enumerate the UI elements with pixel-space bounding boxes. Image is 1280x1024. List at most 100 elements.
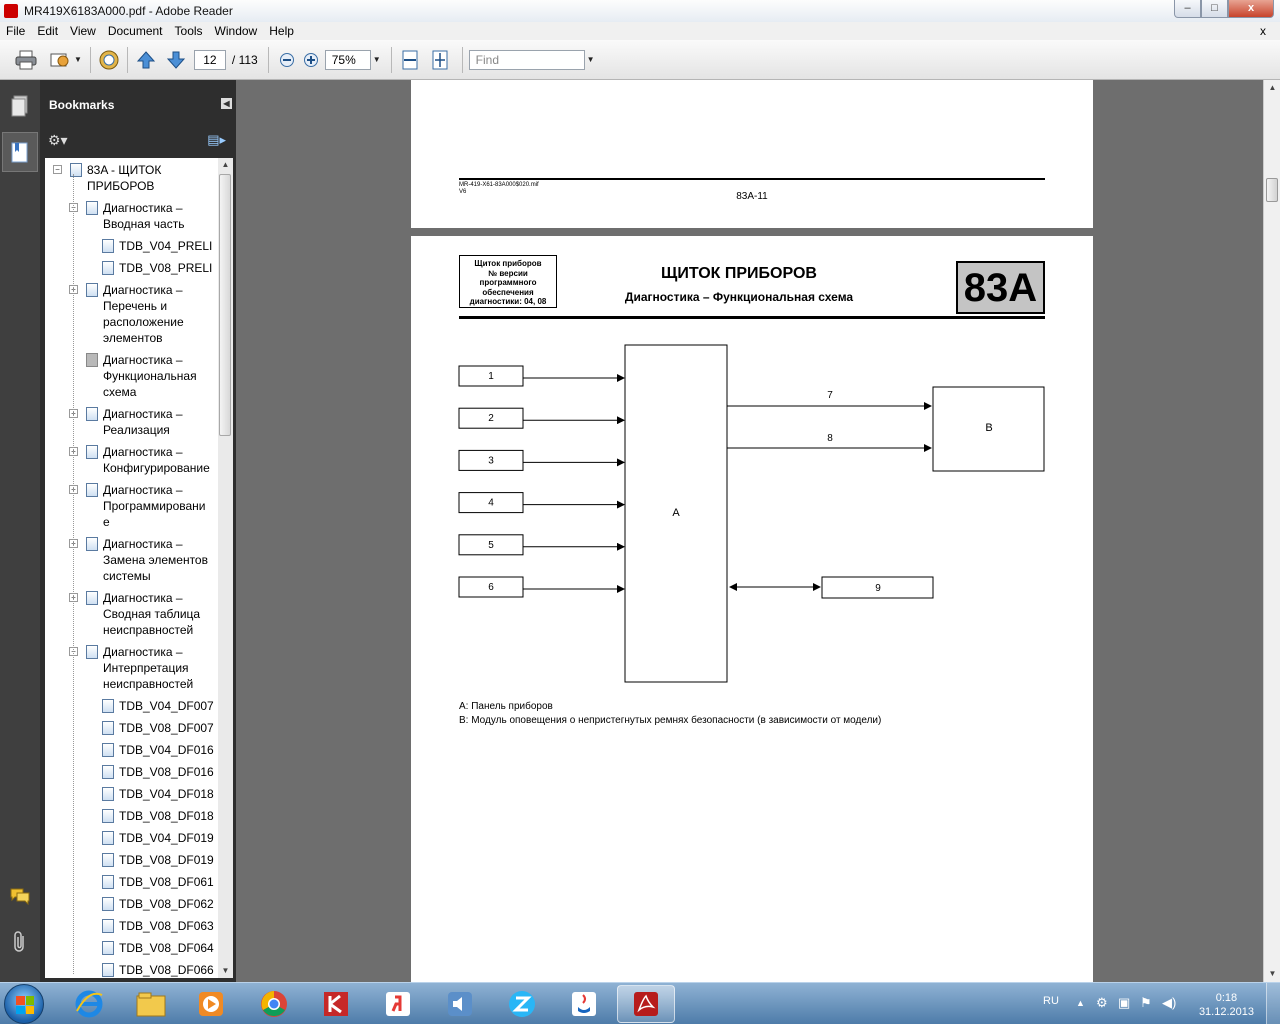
taskbar: RU ▲ ⚙ ▣ ⚑ ◀) 0:18 31.12.2013 <box>0 982 1280 1024</box>
bookmark-item[interactable]: +Диагностика – Сводная таблица неисправн… <box>69 590 218 638</box>
bookmark-item[interactable]: TDB_V04_DF016 <box>102 742 218 758</box>
bookmark-label: Диагностика – Функциональная схема <box>103 353 197 399</box>
scroll-thumb[interactable] <box>1266 178 1278 202</box>
volume-app-icon[interactable] <box>431 985 489 1023</box>
document-close-icon[interactable]: x <box>1260 24 1266 38</box>
header-info-box: Щиток приборов № версии программного обе… <box>459 255 557 308</box>
input-box-5 <box>458 534 524 556</box>
maximize-button[interactable]: □ <box>1201 0 1228 18</box>
page-number-input[interactable]: 12 <box>193 49 226 70</box>
chevron-down-icon[interactable]: ▼ <box>586 55 595 64</box>
scroll-down-icon[interactable]: ▼ <box>1268 969 1277 978</box>
yandex-icon[interactable] <box>369 985 427 1023</box>
action-center-flag-icon[interactable]: ⚑ <box>1140 995 1152 1010</box>
adobe-reader-taskbar-icon[interactable] <box>617 985 675 1023</box>
bookmark-item[interactable]: TDB_V08_DF066 <box>102 962 218 978</box>
bookmark-item[interactable]: TDB_V08_DF007 <box>102 720 218 736</box>
find-input[interactable]: Find <box>468 49 585 70</box>
kaspersky-icon[interactable] <box>307 985 365 1023</box>
bookmark-item[interactable]: −Диагностика – Вводная часть <box>69 200 218 232</box>
steam-icon[interactable]: ⚙ <box>1096 995 1108 1010</box>
menu-view[interactable]: View <box>70 24 96 38</box>
collapse-panel-icon[interactable]: ◀ <box>221 98 232 109</box>
chevron-down-icon[interactable]: ▼ <box>372 55 381 64</box>
document-scrollbar[interactable]: ▲ ▼ <box>1263 80 1280 982</box>
email-attach-icon[interactable] <box>48 48 72 72</box>
clock[interactable]: 0:18 31.12.2013 <box>1199 991 1254 1019</box>
menu-help[interactable]: Help <box>269 24 294 38</box>
chrome-icon[interactable] <box>245 985 303 1023</box>
bookmark-item[interactable]: TDB_V08_DF061 <box>102 874 218 890</box>
zoom-out-icon[interactable] <box>275 48 299 72</box>
next-page-icon[interactable] <box>164 48 188 72</box>
expand-bookmark-icon[interactable]: ▤▸ <box>207 132 226 147</box>
scroll-down-icon[interactable]: ▼ <box>221 966 230 975</box>
print-icon[interactable] <box>14 48 38 72</box>
bookmark-item[interactable]: TDB_V08_DF019 <box>102 852 218 868</box>
document-area[interactable]: MR-419-X61-83A000$020.mif V6 83A-11 Щито… <box>236 80 1263 982</box>
bookmark-item[interactable]: TDB_V08_PRELI <box>102 260 218 276</box>
bookmark-item[interactable]: Диагностика – Функциональная схема <box>86 352 218 400</box>
bookmark-item[interactable]: +Диагностика – Перечень и расположение э… <box>69 282 218 346</box>
menu-edit[interactable]: Edit <box>37 24 59 38</box>
bookmark-item[interactable]: +Диагностика – Конфигурирование <box>69 444 218 476</box>
bookmark-item[interactable]: TDB_V04_PRELI <box>102 238 218 254</box>
input-box-label: 3 <box>488 455 494 466</box>
input-box-label: 6 <box>488 582 494 593</box>
bookmark-label: TDB_V04_DF007 <box>119 699 214 713</box>
fit-width-icon[interactable] <box>398 48 422 72</box>
input-box-label: 4 <box>488 498 494 509</box>
bookmark-item[interactable]: +Диагностика – Программировани е <box>69 482 218 530</box>
bookmark-item[interactable]: TDB_V04_DF018 <box>102 786 218 802</box>
zoom-in-icon[interactable] <box>299 48 323 72</box>
show-desktop-button[interactable] <box>1266 983 1280 1024</box>
fit-page-icon[interactable] <box>428 48 452 72</box>
bookmark-item[interactable]: TDB_V08_DF018 <box>102 808 218 824</box>
start-button[interactable] <box>4 984 44 1024</box>
speaker-icon[interactable]: ◀) <box>1162 995 1177 1010</box>
bookmark-label: Диагностика – Сводная таблица неисправно… <box>103 591 201 637</box>
bookmark-item[interactable]: −83A - ЩИТОК ПРИБОРОВ <box>53 162 218 194</box>
bookmark-item[interactable]: +Диагностика – Реализация <box>69 406 218 438</box>
zoom-select[interactable]: 75% <box>324 49 371 70</box>
pages-icon[interactable] <box>2 86 38 126</box>
collapse-icon[interactable]: − <box>53 165 62 174</box>
bookmark-item[interactable]: TDB_V08_DF062 <box>102 896 218 912</box>
bookmarks-icon[interactable] <box>2 132 38 172</box>
bookmark-item[interactable]: +Диагностика – Замена элементов системы <box>69 536 218 584</box>
language-indicator[interactable]: RU <box>1043 995 1059 1007</box>
bookmark-item[interactable]: TDB_V04_DF007 <box>102 698 218 714</box>
scroll-up-icon[interactable]: ▲ <box>1268 83 1277 92</box>
bookmark-item[interactable]: TDB_V08_DF064 <box>102 940 218 956</box>
file-explorer-icon[interactable] <box>122 985 180 1023</box>
minimize-button[interactable]: – <box>1174 0 1201 18</box>
close-button[interactable]: x <box>1228 0 1274 18</box>
menu-window[interactable]: Window <box>214 24 258 38</box>
bookmark-label: TDB_V08_DF063 <box>119 919 214 933</box>
attachments-icon[interactable] <box>2 922 38 962</box>
previous-page-icon[interactable] <box>134 48 158 72</box>
comments-icon[interactable] <box>2 876 38 916</box>
options-gear-icon[interactable]: ⚙▾ <box>48 132 68 148</box>
chevron-down-icon[interactable]: ▼ <box>74 55 82 64</box>
scroll-up-icon[interactable]: ▲ <box>221 160 230 169</box>
input-box-label: 1 <box>488 371 494 382</box>
java-icon[interactable] <box>555 985 613 1023</box>
bookmarks-scrollbar[interactable]: ▲ ▼ <box>218 158 233 978</box>
show-hidden-icons-icon[interactable]: ▲ <box>1076 998 1085 1008</box>
input-box-label: 5 <box>488 540 494 551</box>
scroll-thumb[interactable] <box>219 174 231 436</box>
bookmark-page-icon <box>102 875 114 889</box>
menu-tools[interactable]: Tools <box>174 24 203 38</box>
media-player-icon[interactable] <box>182 985 240 1023</box>
bookmark-item[interactable]: TDB_V04_DF019 <box>102 830 218 846</box>
z-app-icon[interactable] <box>493 985 551 1023</box>
collaborate-icon[interactable] <box>97 48 121 72</box>
internet-explorer-icon[interactable] <box>60 985 118 1023</box>
bookmark-item[interactable]: TDB_V08_DF063 <box>102 918 218 934</box>
menu-document[interactable]: Document <box>107 24 163 38</box>
bookmark-item[interactable]: −Диагностика – Интерпретация неисправнос… <box>69 644 218 692</box>
bookmark-item[interactable]: TDB_V08_DF016 <box>102 764 218 780</box>
network-icon[interactable]: ▣ <box>1118 995 1131 1010</box>
menu-file[interactable]: File <box>6 24 26 38</box>
